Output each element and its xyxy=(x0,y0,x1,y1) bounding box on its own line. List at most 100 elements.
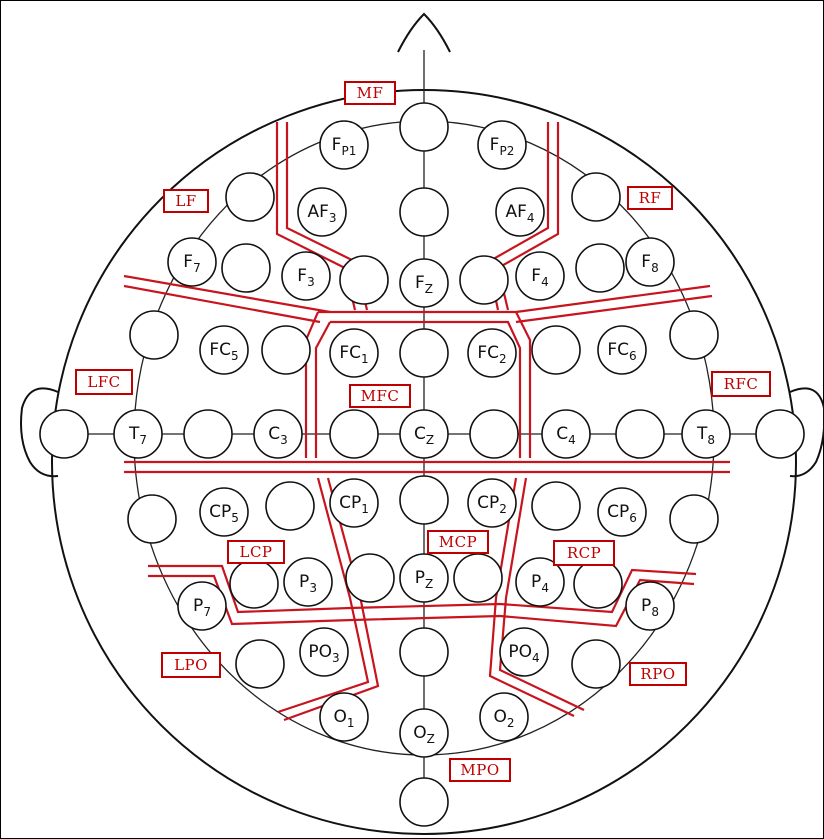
electrode-o1: O1 xyxy=(320,693,368,741)
electrode-label-main: C xyxy=(414,424,426,444)
electrode-circle xyxy=(236,640,284,688)
electrode-cp6: CP6 xyxy=(598,488,646,536)
region-label-lpo: LPO xyxy=(162,653,220,677)
electrode-label-sub: 3 xyxy=(329,211,337,225)
electrode-c3: C3 xyxy=(254,410,302,458)
electrode-label-sub: 8 xyxy=(651,605,659,619)
electrode-label-sub: Z xyxy=(426,433,434,447)
electrode-fc2: FC2 xyxy=(468,329,516,377)
electrode-afz xyxy=(400,188,448,236)
region-label-mfc: MFC xyxy=(350,385,410,407)
electrode-fp2: FP2 xyxy=(478,121,526,169)
electrode-label-sub: 3 xyxy=(307,275,315,289)
electrode-f5 xyxy=(222,244,270,292)
region-text: LFC xyxy=(87,373,120,391)
electrode-fc1: FC1 xyxy=(330,329,378,377)
electrode-circle xyxy=(266,482,314,530)
region-label-lfc: LFC xyxy=(76,370,132,394)
electrode-f6 xyxy=(576,244,624,292)
electrode-af7 xyxy=(226,173,274,221)
electrode-cp4 xyxy=(532,482,580,530)
region-text: RCP xyxy=(567,544,601,562)
region-label-lf: LF xyxy=(164,190,208,212)
electrode-circle xyxy=(574,560,622,608)
electrode-p2 xyxy=(454,554,502,602)
electrode-label-main: C xyxy=(268,424,280,444)
electrode-circle xyxy=(400,628,448,676)
electrode-circle xyxy=(40,410,88,458)
electrode-af4: AF4 xyxy=(496,188,544,236)
electrode-label-sub: 1 xyxy=(361,352,369,366)
electrode-label-main: CP xyxy=(607,502,629,522)
electrode-label-sub: 3 xyxy=(332,651,340,665)
electrode-circle xyxy=(572,640,620,688)
electrode-circle xyxy=(128,495,176,543)
region-text: LF xyxy=(175,192,196,210)
electrode-cpz xyxy=(400,476,448,524)
electrode-ft8 xyxy=(670,311,718,359)
electrode-circle xyxy=(222,244,270,292)
electrode-label-main: F xyxy=(641,252,651,272)
electrode-t7: T7 xyxy=(114,410,162,458)
region-text: MPO xyxy=(460,761,499,779)
electrode-circle xyxy=(400,778,448,826)
electrode-label-main: P xyxy=(641,596,651,616)
electrode-label-sub: Z xyxy=(427,732,435,746)
region-text: MCP xyxy=(439,533,477,551)
electrode-p7: P7 xyxy=(178,582,226,630)
region-text: MF xyxy=(357,84,384,102)
electrode-nz xyxy=(400,103,448,151)
electrode-po4: PO4 xyxy=(500,628,548,676)
electrode-circle xyxy=(532,482,580,530)
electrode-p5 xyxy=(230,560,278,608)
electrode-label-main: PO xyxy=(308,642,332,662)
electrode-iz xyxy=(400,778,448,826)
electrode-circle xyxy=(532,326,580,374)
electrode-label-main: AF xyxy=(505,202,526,222)
electrode-label-sub: P2 xyxy=(499,144,514,158)
electrode-a2 xyxy=(756,410,804,458)
electrode-tp8 xyxy=(670,495,718,543)
electrode-p3: P3 xyxy=(284,558,332,606)
electrode-circle xyxy=(400,103,448,151)
electrode-o2: O2 xyxy=(480,693,528,741)
electrode-f3: F3 xyxy=(282,252,330,300)
electrode-circle xyxy=(756,410,804,458)
electrode-label-main: FC xyxy=(477,343,499,363)
electrode-label-main: O xyxy=(413,723,426,743)
electrode-label-main: P xyxy=(193,596,203,616)
electrode-label-sub: 4 xyxy=(568,433,576,447)
electrode-label-sub: Z xyxy=(425,577,433,591)
nose-outline xyxy=(398,14,450,52)
electrode-label-sub: 6 xyxy=(629,511,637,525)
electrode-c5 xyxy=(184,410,232,458)
electrode-c1 xyxy=(330,410,378,458)
electrode-fz: FZ xyxy=(400,259,448,307)
electrode-label-sub: 4 xyxy=(541,275,549,289)
electrode-fc6: FC6 xyxy=(598,326,646,374)
electrode-label-main: CP xyxy=(339,493,361,513)
electrode-label-sub: 8 xyxy=(707,433,715,447)
electrode-circle xyxy=(226,173,274,221)
electrode-po3: PO3 xyxy=(300,628,348,676)
electrode-circle xyxy=(400,329,448,377)
electrode-poz xyxy=(400,628,448,676)
electrode-f4: F4 xyxy=(516,252,564,300)
electrode-f8: F8 xyxy=(626,238,674,286)
electrode-label-main: P xyxy=(531,572,541,592)
region-text: RF xyxy=(639,189,662,207)
region-label-lcp: LCP xyxy=(228,541,284,563)
region-label-mcp: MCP xyxy=(428,531,488,553)
electrode-cp2: CP2 xyxy=(468,479,516,527)
electrode-f7: F7 xyxy=(168,238,216,286)
electrode-c6 xyxy=(616,410,664,458)
electrode-p8: P8 xyxy=(626,582,674,630)
electrode-label-main: P xyxy=(299,572,309,592)
electrode-label-sub: 5 xyxy=(231,511,239,525)
electrode-circle xyxy=(262,326,310,374)
electrode-po8 xyxy=(572,640,620,688)
electrode-label-main: F xyxy=(332,135,342,155)
electrode-label-sub: 4 xyxy=(541,581,549,595)
electrode-circle xyxy=(460,256,508,304)
